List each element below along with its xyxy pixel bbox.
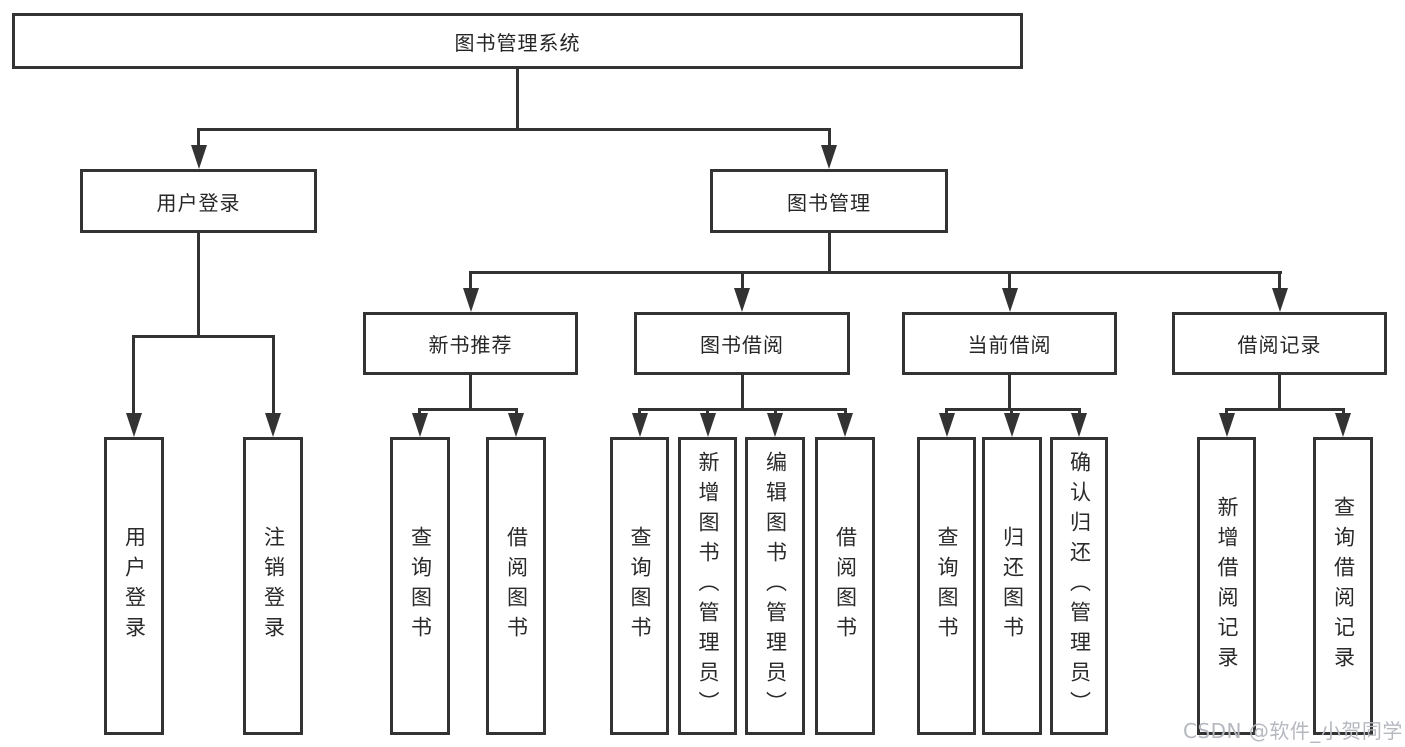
arrow-down-icon xyxy=(508,413,524,437)
edge-current-distributor xyxy=(945,408,1081,411)
leaf-borrow-query-books: 查询图书 xyxy=(610,437,669,735)
leaf-borrow-edit-books-admin: 编辑图书（管理员） xyxy=(745,437,805,735)
arrow-down-icon xyxy=(837,413,853,437)
leaf-current-return-books-label: 归还图书 xyxy=(1000,526,1025,646)
edge-stem-login-leaf2 xyxy=(272,335,275,415)
leaf-recommend-borrow-books: 借阅图书 xyxy=(486,437,546,735)
edge-recommend-distributor xyxy=(418,408,518,411)
node-new-book-recommend-label: 新书推荐 xyxy=(428,333,513,357)
arrow-down-icon xyxy=(700,413,716,437)
arrow-down-icon xyxy=(1002,288,1018,312)
csdn-watermark: CSDN @软件_小贺同学 xyxy=(1183,719,1403,743)
leaf-borrow-borrow-books-label: 借阅图书 xyxy=(833,526,858,646)
arrow-down-icon xyxy=(767,413,783,437)
leaf-borrow-add-books-admin: 新增图书（管理员） xyxy=(678,437,737,735)
arrow-down-icon xyxy=(939,413,955,437)
arrow-down-icon xyxy=(1219,413,1235,437)
leaf-recommend-borrow-books-label: 借阅图书 xyxy=(504,526,529,646)
node-current-borrow: 当前借阅 xyxy=(902,312,1117,375)
node-book-borrow-label: 图书借阅 xyxy=(700,333,784,357)
edge-level3-distributor xyxy=(469,271,1282,274)
leaf-current-return-books: 归还图书 xyxy=(982,437,1042,735)
node-user-login: 用户登录 xyxy=(80,169,317,233)
arrow-down-icon xyxy=(1071,413,1087,437)
leaf-current-query-books-label: 查询图书 xyxy=(935,526,959,646)
node-borrow-records: 借阅记录 xyxy=(1172,312,1387,375)
leaf-logout: 注销登录 xyxy=(243,437,303,735)
node-borrow-records-label: 借阅记录 xyxy=(1237,333,1322,357)
leaf-borrow-add-books-admin-label: 新增图书（管理员） xyxy=(696,451,720,721)
arrow-down-icon xyxy=(126,413,142,437)
edge-stem-current xyxy=(1008,271,1011,290)
edge-stem-borrow xyxy=(741,271,744,290)
edge-user-login-down xyxy=(197,233,200,335)
node-user-login-label: 用户登录 xyxy=(156,190,241,215)
arrow-down-icon xyxy=(734,288,750,312)
node-book-management-label: 图书管理 xyxy=(787,190,871,215)
edge-level2-distributor xyxy=(197,128,831,131)
leaf-user-login: 用户登录 xyxy=(104,437,164,735)
leaf-current-confirm-return-admin: 确认归还（管理员） xyxy=(1050,437,1108,735)
edge-stem-recommend xyxy=(469,271,472,290)
edge-records-down xyxy=(1278,375,1281,408)
edge-stem-records xyxy=(1278,271,1281,290)
edge-recommend-down xyxy=(469,375,472,408)
arrow-down-icon xyxy=(1272,288,1288,312)
arrow-down-icon xyxy=(821,145,837,169)
edge-login-distributor xyxy=(132,335,275,338)
leaf-borrow-edit-books-admin-label: 编辑图书（管理员） xyxy=(763,451,788,721)
leaf-records-query-record: 查询借阅记录 xyxy=(1313,437,1373,735)
leaf-borrow-query-books-label: 查询图书 xyxy=(628,526,652,646)
node-root: 图书管理系统 xyxy=(12,13,1023,69)
arrow-down-icon xyxy=(632,413,648,437)
leaf-current-confirm-return-admin-label: 确认归还（管理员） xyxy=(1067,451,1092,721)
leaf-records-add-record: 新增借阅记录 xyxy=(1197,437,1256,735)
edge-stem-book-mgmt xyxy=(828,128,831,148)
node-book-management: 图书管理 xyxy=(710,169,948,233)
arrow-down-icon xyxy=(463,288,479,312)
edge-current-down xyxy=(1008,375,1011,408)
edge-borrow-down xyxy=(741,375,744,408)
edge-root-trunk xyxy=(516,66,519,128)
leaf-user-login-label: 用户登录 xyxy=(122,526,147,646)
arrow-down-icon xyxy=(1335,413,1351,437)
leaf-records-add-record-label: 新增借阅记录 xyxy=(1215,496,1239,676)
node-book-borrow: 图书借阅 xyxy=(634,312,850,375)
edge-borrow-distributor xyxy=(638,408,847,411)
leaf-logout-label: 注销登录 xyxy=(261,526,286,646)
node-new-book-recommend: 新书推荐 xyxy=(363,312,578,375)
leaf-recommend-query-books: 查询图书 xyxy=(390,437,450,735)
edge-stem-user-login xyxy=(197,128,200,148)
leaf-current-query-books: 查询图书 xyxy=(917,437,976,735)
edge-book-mgmt-down xyxy=(828,233,831,271)
leaf-borrow-borrow-books: 借阅图书 xyxy=(815,437,875,735)
leaf-records-query-record-label: 查询借阅记录 xyxy=(1331,496,1356,676)
node-current-borrow-label: 当前借阅 xyxy=(967,333,1052,357)
edge-stem-login-leaf1 xyxy=(132,335,135,415)
arrow-down-icon xyxy=(191,145,207,169)
edge-records-distributor xyxy=(1225,408,1345,411)
arrow-down-icon xyxy=(265,413,281,437)
arrow-down-icon xyxy=(1004,413,1020,437)
leaf-recommend-query-books-label: 查询图书 xyxy=(408,526,433,646)
node-root-label: 图书管理系统 xyxy=(454,30,581,55)
arrow-down-icon xyxy=(412,413,428,437)
